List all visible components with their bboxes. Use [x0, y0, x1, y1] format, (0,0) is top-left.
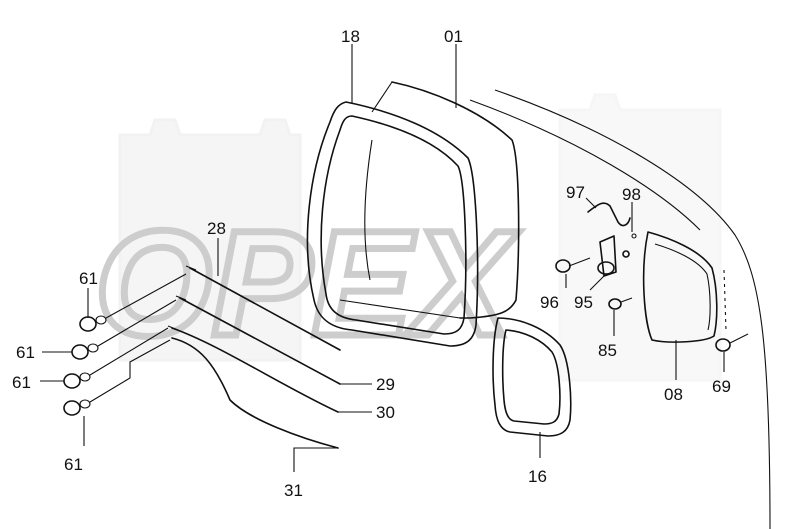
- callout-29: 29: [376, 375, 395, 394]
- knob-85: [608, 298, 622, 310]
- window-glass-01: [391, 81, 520, 319]
- rod-28-end: [185, 265, 197, 271]
- watermark: OPEX: [92, 93, 722, 382]
- small-window-seal-16-outer: [492, 317, 572, 437]
- callout-95: 95: [574, 293, 593, 312]
- latch-95: [599, 235, 617, 277]
- rod-30: [171, 327, 339, 413]
- callout-85: 85: [598, 341, 617, 360]
- bolt-96-shank: [568, 257, 591, 267]
- window-frame-18-glass-line: [364, 139, 373, 281]
- pin-98-dot: [631, 233, 637, 239]
- callout-08: 08: [664, 385, 683, 404]
- small-window-seal-16-inner: [501, 329, 561, 425]
- rod-28: [189, 267, 341, 351]
- side-glass-08-dash: [723, 269, 727, 331]
- window-glass-01-edge: [371, 81, 393, 113]
- watermark-gear-left: [118, 118, 302, 362]
- knob-69-shank: [729, 333, 749, 344]
- window-frame-18-outer: [306, 101, 479, 347]
- knob-69: [715, 338, 731, 352]
- callout-31: 31: [284, 481, 303, 500]
- pin-98: [622, 250, 630, 258]
- cab-body-outline-inner: [469, 99, 701, 231]
- rod-30-end: [167, 325, 179, 331]
- watermark-gear-right: [558, 93, 722, 382]
- callout-61-b: 61: [16, 343, 35, 362]
- rod-31: [171, 337, 339, 449]
- rod-29-end: [175, 295, 187, 301]
- callout-01: 01: [444, 27, 463, 46]
- side-glass-08-inner: [654, 243, 711, 331]
- callout-30: 30: [376, 403, 395, 422]
- bolt-61-d: [63, 339, 171, 416]
- callout-16: 16: [528, 467, 547, 486]
- callout-69: 69: [712, 377, 731, 396]
- latch-95-knob: [597, 261, 615, 275]
- rod-29: [179, 297, 341, 385]
- callout-97: 97: [566, 183, 585, 202]
- callout-98: 98: [622, 185, 641, 204]
- knob-85-shank: [620, 297, 633, 303]
- callout-96: 96: [540, 293, 559, 312]
- callout-61-a: 61: [79, 269, 98, 288]
- window-frame-18-inner: [320, 115, 467, 335]
- latch-spring-97: [587, 202, 631, 227]
- callout-28: 28: [207, 219, 226, 238]
- window-frame-18-bottom-line: [339, 299, 461, 319]
- leader-lines: [40, 44, 725, 472]
- side-glass-08: [642, 231, 718, 343]
- callout-61-c: 61: [12, 373, 31, 392]
- cab-body-outline: [494, 89, 771, 529]
- callout-18: 18: [341, 27, 360, 46]
- callout-61-d: 61: [64, 455, 83, 474]
